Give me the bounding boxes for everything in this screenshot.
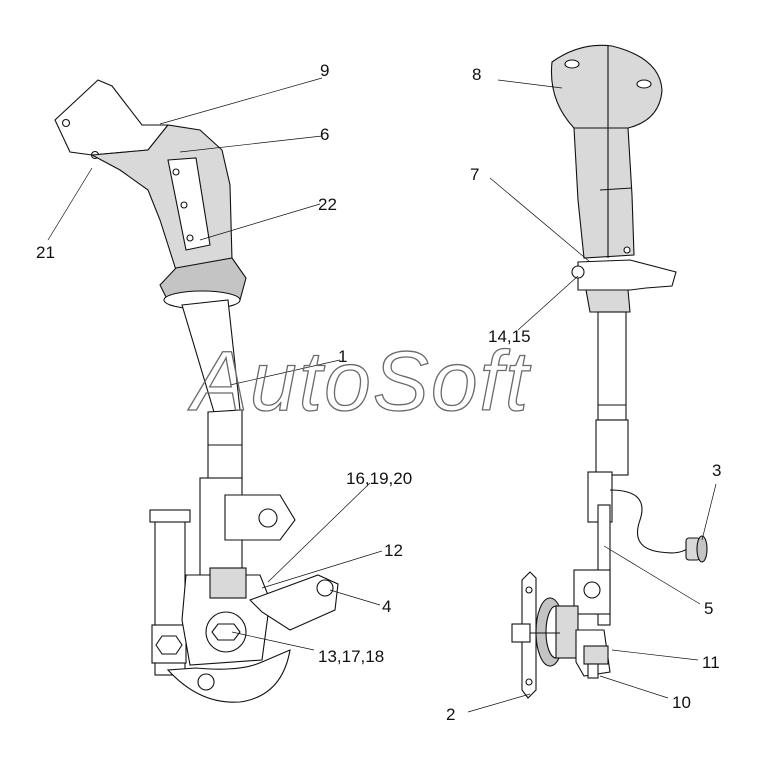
knob-mark-right [636,79,652,89]
knob-pin [623,246,631,254]
callout-2: 2 [446,705,455,724]
shift-knob [550,44,663,129]
panel-screw-3 [186,234,194,242]
callout-5: 5 [704,599,713,618]
callout-3: 3 [712,461,721,480]
bracket-plate [54,79,170,156]
callout-7: 7 [470,165,479,184]
connector-cap [696,535,708,563]
callout-4: 4 [382,597,391,616]
pivot-bolt-hex [211,623,241,641]
left-lever-assembly [54,79,339,703]
callout-22: 22 [318,195,337,214]
callout-16: 16,19,20 [346,469,412,488]
lever-arm-hole [316,579,334,597]
sector-hole [197,673,215,691]
panel-screw-2 [180,201,188,209]
callout-8: 8 [472,65,481,84]
bottom-nut [583,645,609,665]
panel-screw-1 [172,168,180,176]
watermark-text: AutoSoft [187,334,532,428]
spring-block-bolt [583,581,601,599]
callout-1: 1 [338,347,347,366]
knob-body [573,127,635,259]
callout-14: 14,15 [488,327,531,346]
callout-labels: 9 6 22 21 1 16,19,20 12 4 13,17,18 8 7 1… [36,61,721,724]
right-shaft-lower [595,419,629,476]
callout-9: 9 [320,61,329,80]
knob-mark-left [564,59,580,69]
collar-button [571,265,585,279]
right-shaft [597,311,627,421]
bottom-bolt [587,663,599,679]
collar [577,259,677,291]
disc-hub [555,605,579,659]
callout-6: 6 [320,125,329,144]
left-bolt-head [511,623,531,643]
lever-arm [249,574,339,631]
collar-lower [585,289,631,313]
button-panel [167,157,211,251]
bracket-screw-upper [61,118,71,128]
mount-ear-hole [258,508,278,528]
side-bracket-cap [149,509,191,523]
callout-11: 11 [702,653,720,672]
pivot-cap [209,567,247,599]
leader-lines [47,77,717,713]
side-bracket-hex [155,635,183,655]
sector-plate [166,649,291,703]
right-lever-assembly [511,44,708,699]
callout-12: 12 [384,541,403,560]
callout-13: 13,17,18 [318,647,384,666]
sensor-cable [609,489,689,554]
callout-21: 21 [36,243,55,262]
callout-10: 10 [672,693,691,712]
